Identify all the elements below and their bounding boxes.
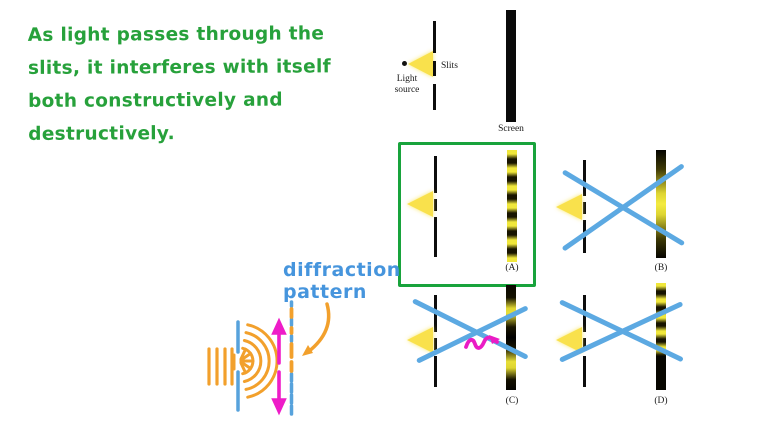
fringe-pattern-b — [656, 150, 666, 258]
light-cone — [407, 327, 433, 353]
light-cone — [407, 191, 433, 217]
light-source-dot — [402, 61, 407, 66]
option-a-label: (A) — [505, 263, 519, 273]
diffraction-annotation: diffraction pattern — [283, 259, 401, 303]
plane-waves — [207, 347, 234, 386]
slits-label: Slits — [441, 61, 458, 71]
explanation-note: As light passes through the slits, it in… — [28, 17, 379, 151]
annotation-arrow — [302, 302, 331, 356]
fringe-pattern-d — [656, 283, 666, 390]
light-source-label: Light source — [394, 74, 420, 95]
light-cone — [408, 51, 433, 77]
correct-answer-box — [398, 142, 536, 287]
pattern-extent-arrow — [271, 317, 287, 416]
screen-bar — [506, 10, 516, 122]
fringe-pattern-c — [506, 285, 516, 390]
option-d-label: (D) — [654, 396, 668, 406]
option-c-label: (C) — [505, 396, 519, 406]
note-line: both constructively and — [28, 89, 283, 112]
option-b-label: (B) — [654, 263, 668, 273]
note-line: As light passes through the — [27, 23, 325, 46]
note-line: slits, it interferes with itself — [27, 56, 331, 79]
circular-wavefronts — [239, 323, 279, 399]
fringe-pattern-a — [507, 150, 517, 262]
note-line: destructively. — [28, 123, 175, 145]
screen-label: Screen — [498, 124, 524, 134]
light-cone — [556, 194, 582, 220]
